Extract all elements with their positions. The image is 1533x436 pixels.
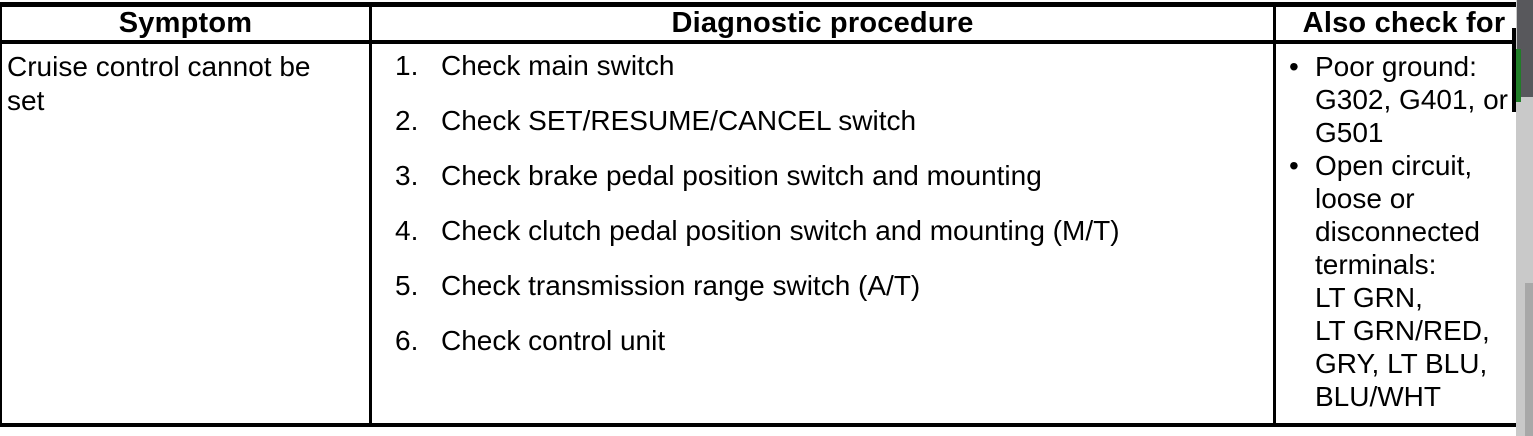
step-number: 1.	[395, 50, 419, 81]
diagnostic-procedure-cell: 1. Check main switch 2. Check SET/RESUME…	[369, 44, 1273, 423]
table-right-border-segment	[1512, 28, 1516, 112]
procedure-step: 4. Check clutch pedal position switch an…	[395, 217, 1273, 245]
also-check-line: LT GRN/RED,	[1315, 315, 1490, 346]
header-also-check-for: Also check for	[1273, 7, 1516, 40]
procedure-step: 6. Check control unit	[395, 327, 1273, 355]
also-check-line: G501	[1315, 117, 1384, 148]
step-text: Check transmission range switch (A/T)	[441, 270, 921, 301]
also-check-line: disconnected	[1315, 216, 1481, 247]
step-number: 4.	[395, 215, 419, 246]
step-text: Check main switch	[441, 50, 675, 81]
step-text: Check clutch pedal position switch and m…	[441, 215, 1120, 246]
procedure-step: 5. Check transmission range switch (A/T)	[395, 272, 1273, 300]
also-check-line: Open circuit,	[1315, 150, 1473, 181]
header-diagnostic-procedure: Diagnostic procedure	[369, 7, 1273, 40]
procedure-step: 2. Check SET/RESUME/CANCEL switch	[395, 107, 1273, 135]
also-check-line: Poor ground:	[1315, 51, 1477, 82]
also-check-line: GRY, LT BLU,	[1315, 348, 1488, 379]
also-check-item: • Poor ground: G302, G401, or G501	[1276, 50, 1516, 149]
also-check-line: loose or	[1315, 183, 1415, 214]
also-check-line: BLU/WHT	[1315, 381, 1441, 412]
step-number: 6.	[395, 325, 419, 356]
step-number: 3.	[395, 160, 419, 191]
table-header-row: Symptom Diagnostic procedure Also check …	[0, 7, 1516, 44]
table-body-row: Cruise control cannot be set 1. Check ma…	[0, 44, 1516, 427]
procedure-step: 3. Check brake pedal position switch and…	[395, 162, 1273, 190]
step-text: Check SET/RESUME/CANCEL switch	[441, 105, 917, 136]
header-symptom: Symptom	[0, 7, 369, 40]
scrollbar-thumb[interactable]	[1517, 0, 1533, 97]
also-check-line: G302, G401, or	[1315, 84, 1509, 115]
also-check-line: LT GRN,	[1315, 282, 1423, 313]
procedure-step: 1. Check main switch	[395, 52, 1273, 80]
step-number: 5.	[395, 270, 419, 301]
bullet-icon: •	[1289, 51, 1299, 82]
page-edge-shadow	[1525, 283, 1533, 436]
step-number: 2.	[395, 105, 419, 136]
diagnostic-table: Symptom Diagnostic procedure Also check …	[0, 2, 1516, 427]
green-marker	[1516, 49, 1521, 102]
step-text: Check brake pedal position switch and mo…	[441, 160, 1042, 191]
step-text: Check control unit	[441, 325, 666, 356]
also-check-cell: • Poor ground: G302, G401, or G501 • Ope…	[1273, 44, 1516, 423]
symptom-text: Cruise control cannot be set	[7, 51, 311, 116]
also-check-item: • Open circuit, loose or disconnected te…	[1276, 149, 1516, 413]
symptom-cell: Cruise control cannot be set	[0, 44, 369, 423]
also-check-line: terminals:	[1315, 249, 1437, 280]
bullet-icon: •	[1289, 150, 1299, 181]
